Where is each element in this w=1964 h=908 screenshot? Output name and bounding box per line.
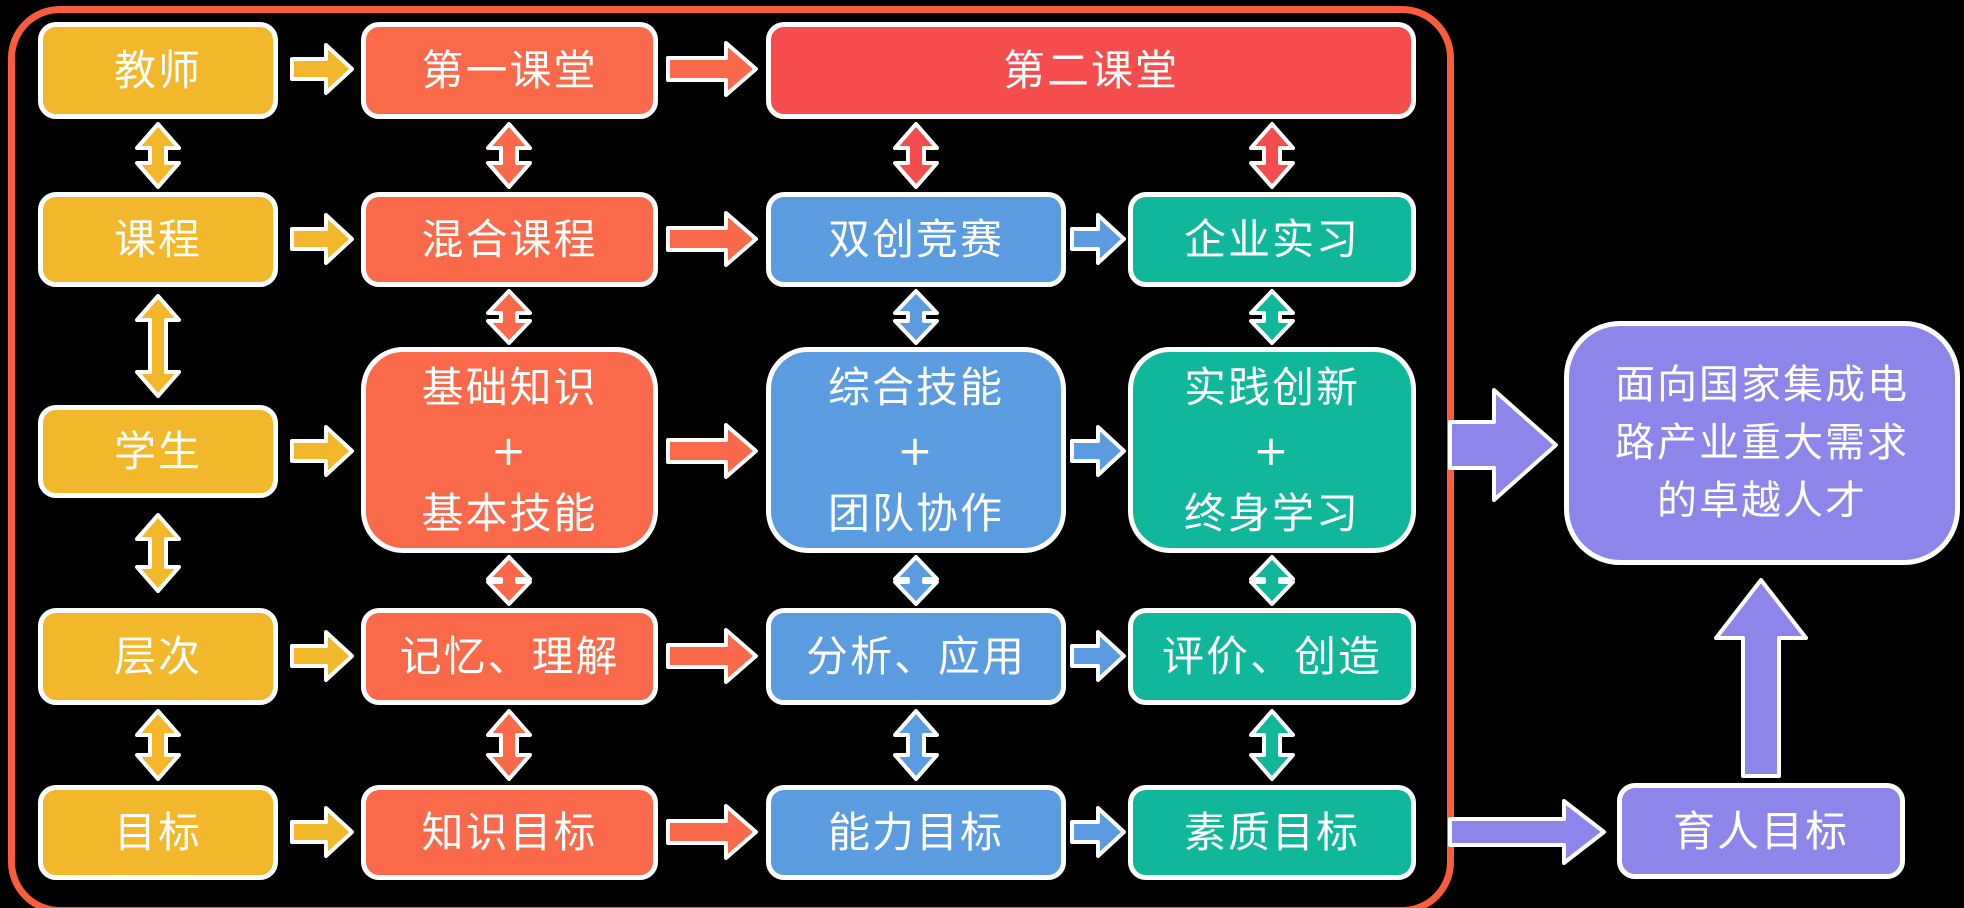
- node-first-classroom: 第一课堂: [361, 22, 658, 119]
- node-talent-vision: 面向国家集成电 路产业重大需求 的卓越人才: [1564, 321, 1960, 565]
- arrow-col2-col3-row3: [666, 423, 758, 479]
- darrow-dualinnovation-skills: [893, 289, 939, 345]
- arrow-col3-col4-row4: [1070, 630, 1126, 682]
- node-memory-understanding: 记忆、理解: [361, 608, 658, 705]
- node-course: 课程: [38, 192, 278, 287]
- node-education-goal: 育人目标: [1617, 783, 1905, 879]
- node-analysis-application: 分析、应用: [766, 608, 1066, 705]
- node-enterprise-internship: 企业实习: [1128, 192, 1416, 287]
- arrow-educationgoal-talentvision: [1714, 578, 1808, 778]
- node-student: 学生: [38, 405, 278, 498]
- node-level: 层次: [38, 608, 278, 705]
- arrow-col1-col2-row2: [290, 213, 354, 265]
- darrow-course-student: [135, 294, 181, 398]
- arrow-col3-col4-row3: [1070, 425, 1126, 477]
- arrow-frame-talentvision: [1448, 388, 1558, 502]
- node-goal: 目标: [38, 785, 278, 880]
- darrow-firstclassroom-blendedcourse: [486, 122, 532, 189]
- arrow-col1-col2-row1: [290, 43, 354, 95]
- arrow-qualitygoal-educationgoal: [1448, 799, 1606, 865]
- arrow-col2-col3-row4: [666, 628, 758, 684]
- arrow-col1-col2-row3: [290, 425, 354, 477]
- darrow-secondclassroom-dualinnovation: [893, 122, 939, 189]
- node-basic-knowledge: 基础知识 + 基本技能: [361, 347, 658, 553]
- darrow-teacher-course: [135, 122, 181, 189]
- darrow-student-level: [135, 513, 181, 593]
- node-evaluation-creation: 评价、创造: [1128, 608, 1416, 705]
- darrow-practice-evaluation: [1249, 555, 1295, 606]
- darrow-basicknowledge-memory: [486, 555, 532, 606]
- node-teacher: 教师: [38, 22, 278, 119]
- darrow-analysis-abilitygoal: [893, 709, 939, 781]
- node-dual-innovation: 双创竞赛: [766, 192, 1066, 287]
- node-blended-course: 混合课程: [361, 192, 658, 287]
- arrow-col1-col2-row4: [290, 630, 354, 682]
- arrow-col2-col3-row2: [666, 211, 758, 267]
- darrow-secondclassroom-internship: [1249, 122, 1295, 189]
- arrow-col2-col3-row1: [666, 41, 758, 97]
- darrow-level-goal: [135, 709, 181, 781]
- darrow-internship-practice: [1249, 289, 1295, 345]
- arrow-col3-col4-row2: [1070, 213, 1126, 265]
- arrow-col3-col4-row5: [1070, 806, 1126, 858]
- darrow-memory-knowledgegoal: [486, 709, 532, 781]
- node-quality-goal: 素质目标: [1128, 785, 1416, 880]
- darrow-blendedcourse-basicknowledge: [486, 289, 532, 345]
- arrow-col2-col3-row5: [666, 804, 758, 860]
- node-second-classroom: 第二课堂: [766, 22, 1416, 119]
- darrow-evaluation-qualitygoal: [1249, 709, 1295, 781]
- node-knowledge-goal: 知识目标: [361, 785, 658, 880]
- node-comprehensive-skills: 综合技能 + 团队协作: [766, 347, 1066, 553]
- arrow-col1-col2-row5: [290, 806, 354, 858]
- node-ability-goal: 能力目标: [766, 785, 1066, 880]
- node-practice-innovation: 实践创新 + 终身学习: [1128, 347, 1416, 553]
- darrow-skills-analysis: [893, 555, 939, 606]
